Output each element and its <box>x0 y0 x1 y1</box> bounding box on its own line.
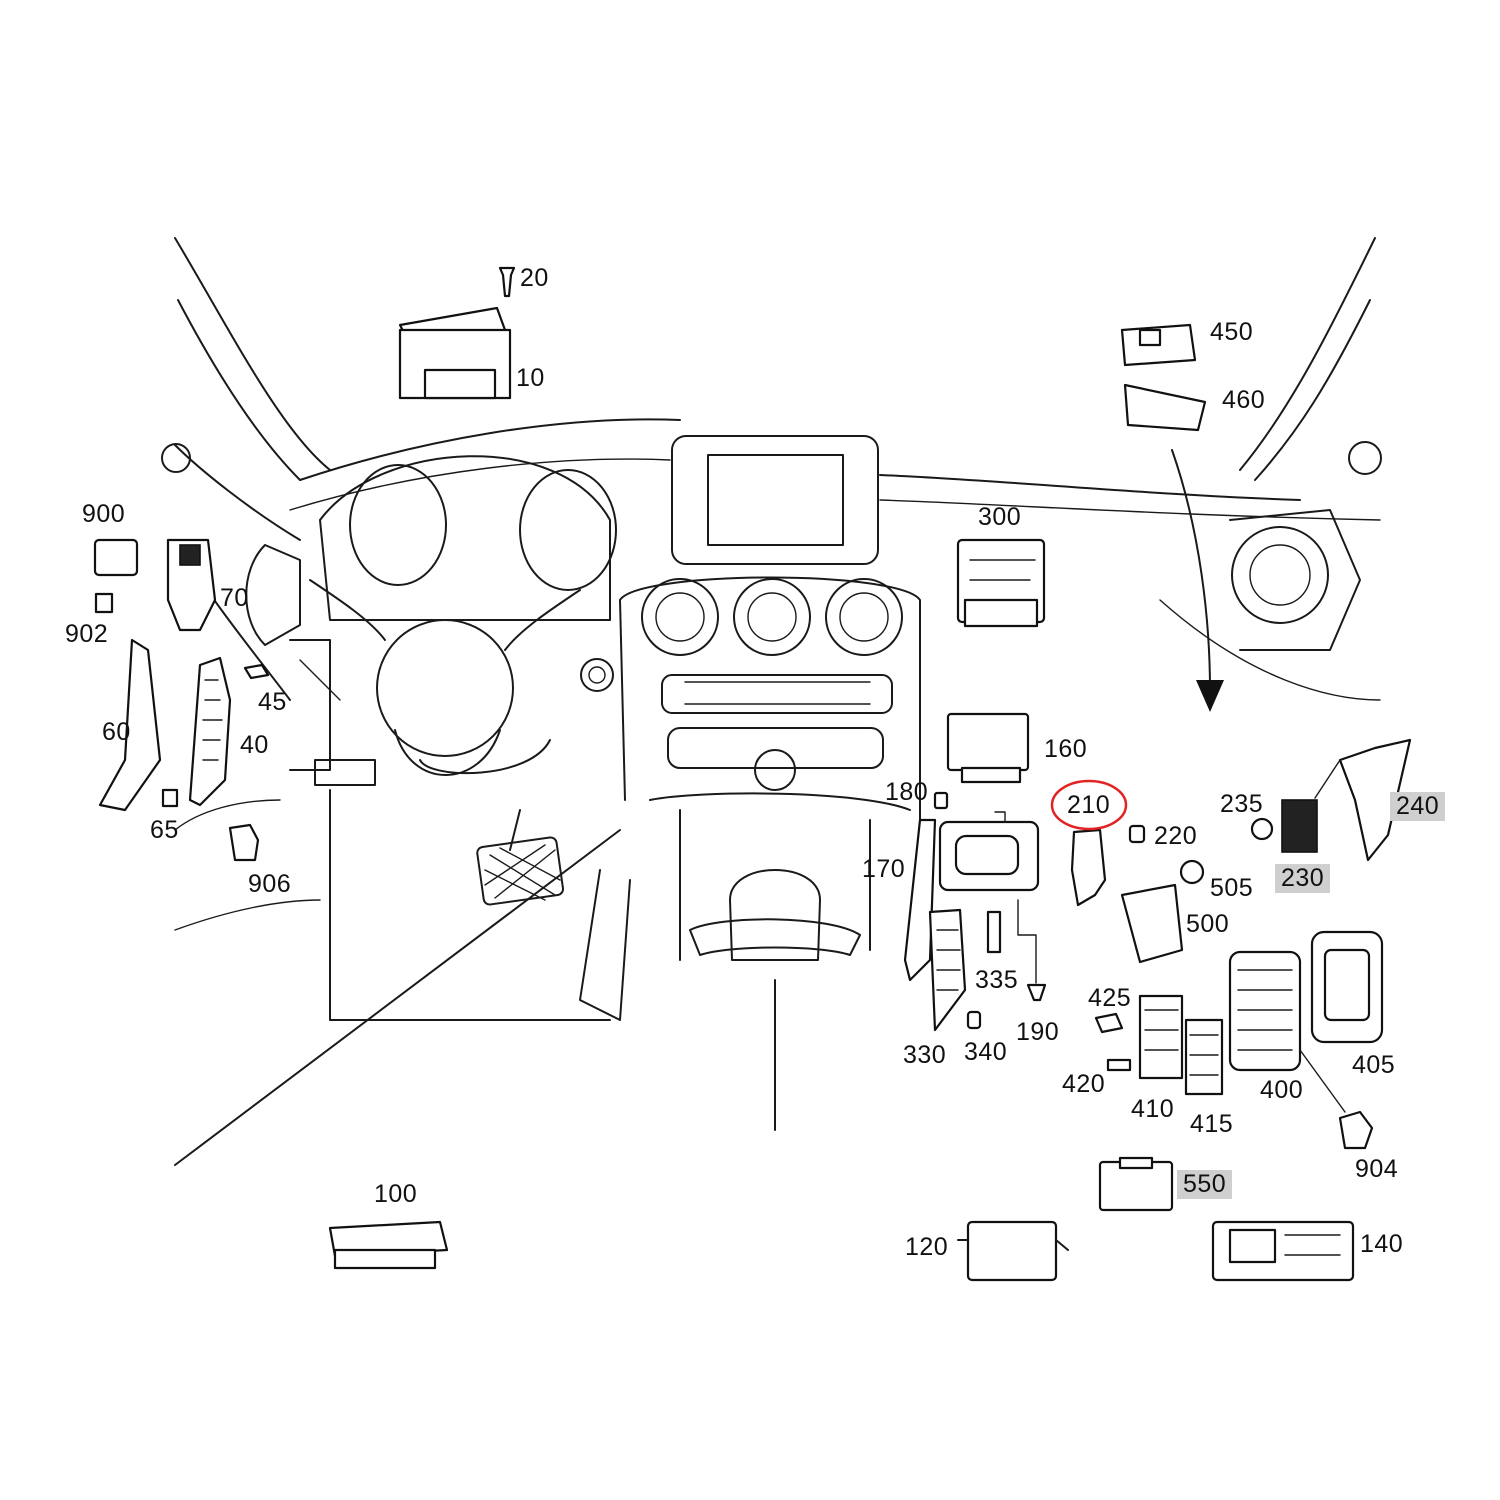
label-160: 160 <box>1044 735 1088 763</box>
label-240: 240 <box>1390 792 1446 821</box>
label-70: 70 <box>220 584 249 612</box>
label-906: 906 <box>248 870 292 898</box>
label-190: 190 <box>1016 1018 1060 1046</box>
label-550: 550 <box>1177 1170 1233 1199</box>
label-120: 120 <box>905 1233 949 1261</box>
label-10: 10 <box>516 364 545 392</box>
label-140: 140 <box>1360 1230 1404 1258</box>
label-335: 335 <box>975 966 1019 994</box>
label-235: 235 <box>1220 790 1264 818</box>
label-410: 410 <box>1131 1095 1175 1123</box>
highlight-circle-210 <box>1050 779 1128 831</box>
label-900: 900 <box>82 500 126 528</box>
label-420: 420 <box>1062 1070 1106 1098</box>
label-100: 100 <box>374 1180 418 1208</box>
label-405: 405 <box>1352 1051 1396 1079</box>
label-230: 230 <box>1275 864 1331 893</box>
label-505: 505 <box>1210 874 1254 902</box>
label-65: 65 <box>150 816 179 844</box>
label-460: 460 <box>1222 386 1266 414</box>
label-450: 450 <box>1210 318 1254 346</box>
label-330: 330 <box>903 1041 947 1069</box>
label-902: 902 <box>65 620 109 648</box>
label-180: 180 <box>885 778 929 806</box>
label-425: 425 <box>1088 984 1132 1012</box>
label-20: 20 <box>520 264 549 292</box>
label-60: 60 <box>102 718 131 746</box>
label-210: 210 <box>1067 791 1111 819</box>
label-340: 340 <box>964 1038 1008 1066</box>
label-40: 40 <box>240 731 269 759</box>
label-415: 415 <box>1190 1110 1234 1138</box>
label-400: 400 <box>1260 1076 1304 1104</box>
label-170: 170 <box>862 855 906 883</box>
label-300: 300 <box>978 503 1022 531</box>
label-45: 45 <box>258 688 287 716</box>
label-500: 500 <box>1186 910 1230 938</box>
label-904: 904 <box>1355 1155 1399 1183</box>
label-220: 220 <box>1154 822 1198 850</box>
